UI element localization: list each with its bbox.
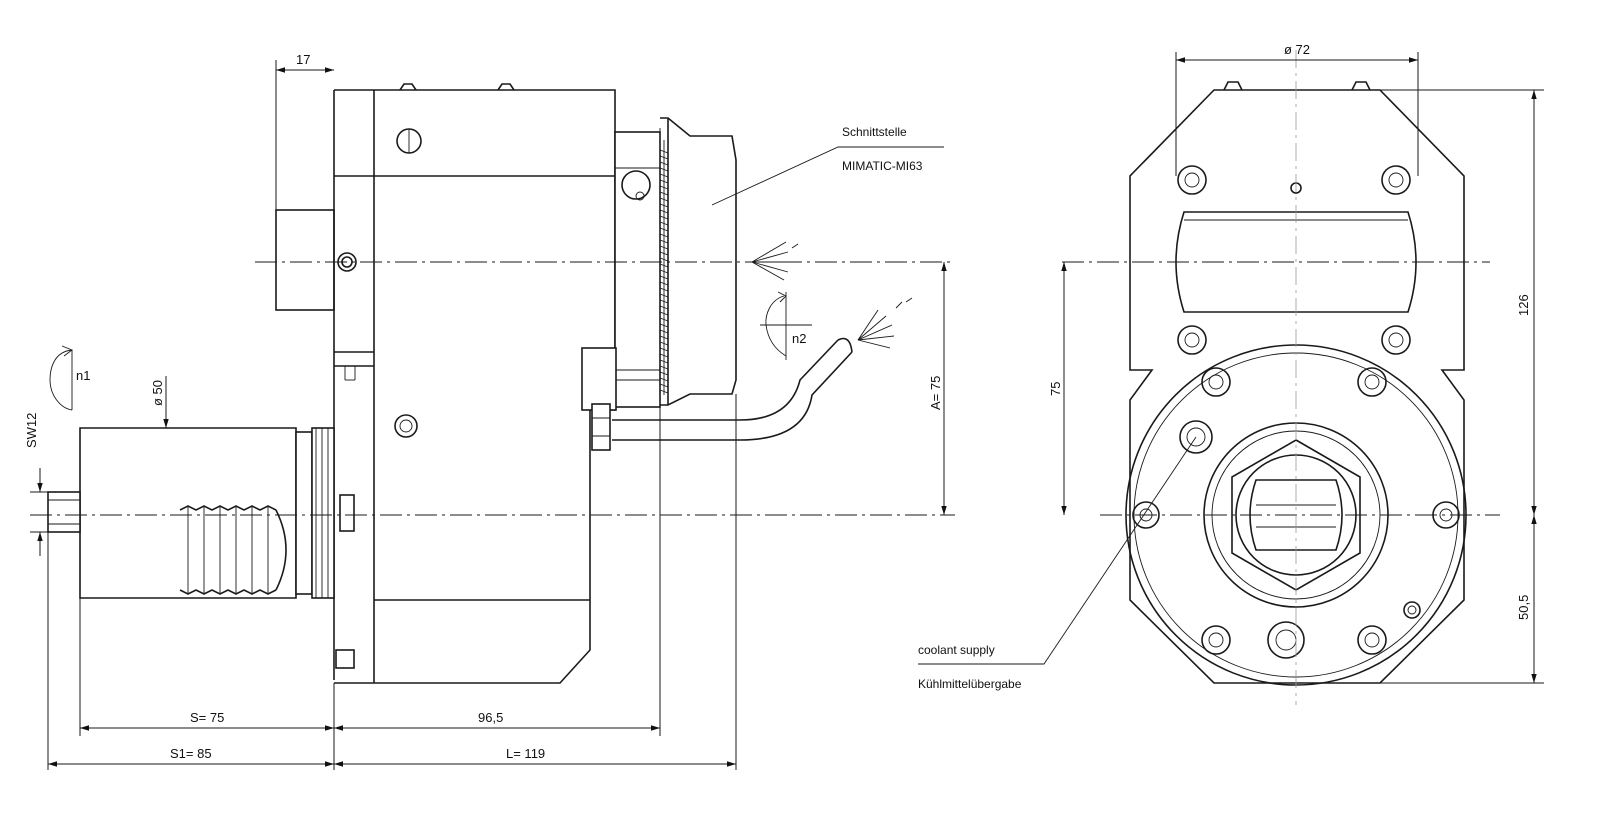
coolant-leader <box>918 436 1197 665</box>
coolant-label-de: Kühlmittelübergabe <box>918 677 1022 691</box>
dim-wrench-size: SW12 <box>24 413 39 448</box>
rotation-label-n1: n1 <box>76 368 90 383</box>
coolant-spray-upper <box>751 241 800 281</box>
thread-section <box>179 505 277 511</box>
gear-teeth <box>659 149 669 394</box>
dim-l: L= 119 <box>506 746 545 761</box>
dim-center-height: A= 75 <box>928 376 943 410</box>
flange-bolts <box>1132 367 1460 659</box>
side-view: n1 n2 Schnittstelle MIMATIC-MI63 17 ø 50… <box>24 52 955 770</box>
dim-height-75: 75 <box>1048 382 1063 396</box>
dim-top-diameter: ø 72 <box>1284 42 1310 57</box>
dim-shaft-diameter: ø 50 <box>150 380 165 406</box>
flange-block <box>275 209 335 311</box>
front-housing <box>1129 89 1465 684</box>
housing-body <box>334 89 616 684</box>
dim-s1: S1= 85 <box>170 746 212 761</box>
interface-block <box>614 131 661 408</box>
rotation-arrow-n2 <box>765 295 787 357</box>
front-view: coolant supply Kühlmittelübergabe ø 72 1… <box>918 42 1544 705</box>
interface-label-2: MIMATIC-MI63 <box>842 159 923 173</box>
dim-17: 17 <box>296 52 310 67</box>
front-window <box>1175 211 1417 313</box>
dim-height-505: 50,5 <box>1516 595 1531 620</box>
dim-height-total: 126 <box>1516 294 1531 316</box>
coolant-label-en: coolant supply <box>918 643 995 657</box>
interface-label-1: Schnittstelle <box>842 125 907 139</box>
rotation-arrow-n1 <box>49 349 73 411</box>
coolant-spray-lower <box>857 297 913 349</box>
dim-965: 96,5 <box>478 710 503 725</box>
dim-s: S= 75 <box>190 710 224 725</box>
rotation-label-n2: n2 <box>792 331 806 346</box>
interface-leader <box>711 146 944 206</box>
coolant-pipe <box>612 339 853 441</box>
top-bolts <box>1177 165 1411 355</box>
